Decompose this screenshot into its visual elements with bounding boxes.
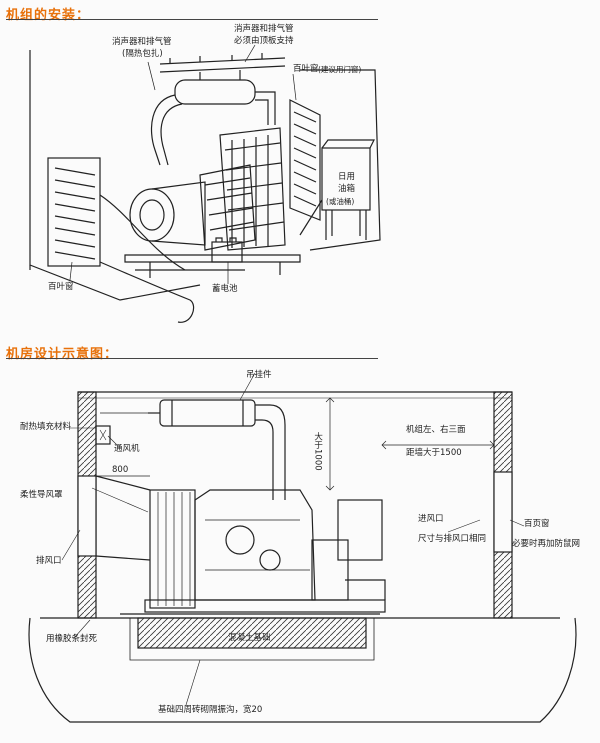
louver-window-shape — [47, 157, 101, 267]
label-muffler-insulated-note: (隔热包扎) — [122, 49, 163, 59]
section-install-rule — [6, 19, 378, 20]
label-insulation: 耐热填充材料 — [20, 422, 72, 432]
label-muffler-support: 消声器和排气管 — [234, 24, 294, 34]
label-side-1: 机组左、右三面 — [406, 425, 466, 435]
label-tank-2: 油箱 — [338, 184, 356, 194]
label-exhaust: 排风口 — [36, 556, 62, 566]
label-muffler-insulated: 消声器和排气管 — [112, 37, 172, 47]
label-hanger: 吊挂件 — [246, 370, 272, 380]
label-tank-note: (或油桶) — [326, 197, 355, 206]
label-battery: 蓄电池 — [212, 284, 238, 294]
label-muffler-support-note: 必须由顶板支持 — [234, 36, 294, 46]
label-louver-bottom: 百叶窗 — [48, 282, 74, 292]
label-intake-note: 尺寸与排风口相同 — [418, 534, 487, 544]
label-louver-note: 必要时再加防鼠网 — [512, 539, 581, 549]
label-foundation: 混凝土基础 — [228, 633, 271, 643]
label-dim-800: 800 — [112, 465, 129, 475]
label-caption: 基础四周砖砌隔振沟，宽20 — [158, 705, 263, 715]
label-fan: 通风机 — [114, 444, 140, 454]
label-flex-duct: 柔性导风罩 — [20, 490, 63, 500]
label-seal: 用橡胶条封死 — [46, 634, 98, 644]
label-clearance: 大于1000 — [312, 432, 323, 471]
label-louver-top: 百叶窗 — [293, 64, 319, 74]
label-louver-top-note: (建议用门窗) — [318, 65, 362, 74]
label-tank-1: 日用 — [338, 172, 356, 182]
label-intake: 进风口 — [418, 514, 444, 524]
label-side-2: 距墙大于1500 — [406, 448, 462, 458]
label-louver: 百页窗 — [524, 519, 550, 529]
section-room-rule — [6, 358, 378, 359]
